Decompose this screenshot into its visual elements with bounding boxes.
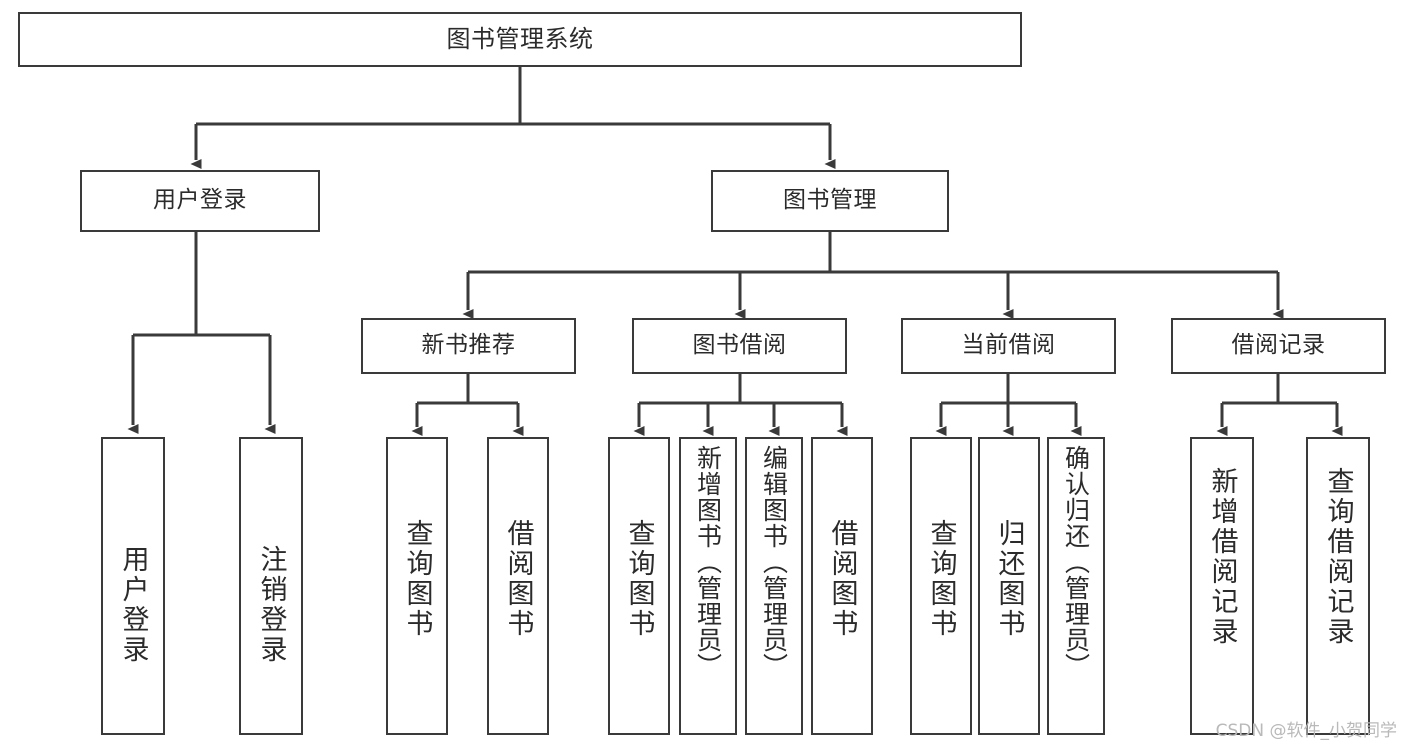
node-leaf-borrow-book-1[interactable]: 借阅图书 [487, 437, 549, 735]
node-leaf-user-login-label: 用户登录 [117, 545, 149, 665]
node-borrow-record-label: 借阅记录 [1231, 332, 1326, 359]
node-book-manage-label: 图书管理 [783, 187, 877, 214]
node-root[interactable]: 图书管理系统 [18, 12, 1022, 67]
node-user-login-label: 用户登录 [153, 187, 247, 214]
node-leaf-borrow-book-1-label: 借阅图书 [502, 519, 534, 639]
node-leaf-query-book-2[interactable]: 查询图书 [608, 437, 670, 735]
node-leaf-query-book-1-label: 查询图书 [401, 519, 433, 639]
node-leaf-query-book-2-label: 查询图书 [623, 519, 655, 639]
node-book-manage[interactable]: 图书管理 [711, 170, 949, 232]
node-book-borrow[interactable]: 图书借阅 [632, 318, 847, 374]
node-leaf-add-book[interactable]: 新增图书（管理员） [679, 437, 737, 735]
node-leaf-query-record-label: 查询借阅记录 [1322, 467, 1354, 647]
node-leaf-edit-book[interactable]: 编辑图书（管理员） [745, 437, 803, 735]
node-leaf-borrow-book-2-label: 借阅图书 [826, 519, 858, 639]
node-leaf-user-login[interactable]: 用户登录 [101, 437, 165, 735]
node-leaf-return-book[interactable]: 归还图书 [978, 437, 1040, 735]
node-book-borrow-label: 图书借阅 [692, 332, 787, 359]
node-borrow-record[interactable]: 借阅记录 [1171, 318, 1386, 374]
node-leaf-borrow-book-2[interactable]: 借阅图书 [811, 437, 873, 735]
node-leaf-query-record[interactable]: 查询借阅记录 [1306, 437, 1370, 735]
node-leaf-logout[interactable]: 注销登录 [239, 437, 303, 735]
node-leaf-return-book-label: 归还图书 [993, 519, 1025, 639]
node-new-book-rec[interactable]: 新书推荐 [361, 318, 576, 374]
node-leaf-add-record-label: 新增借阅记录 [1206, 467, 1238, 647]
node-leaf-logout-label: 注销登录 [255, 545, 287, 665]
csdn-watermark: CSDN @软件_小贺同学 [1215, 721, 1397, 741]
node-leaf-add-record[interactable]: 新增借阅记录 [1190, 437, 1254, 735]
node-current-borrow-label: 当前借阅 [961, 332, 1056, 359]
node-leaf-query-book-1[interactable]: 查询图书 [386, 437, 448, 735]
node-root-label: 图书管理系统 [446, 25, 594, 54]
node-user-login[interactable]: 用户登录 [80, 170, 320, 232]
node-new-book-rec-label: 新书推荐 [421, 332, 516, 359]
node-leaf-edit-book-label: 编辑图书（管理员） [759, 445, 789, 679]
node-leaf-query-book-3[interactable]: 查询图书 [910, 437, 972, 735]
node-current-borrow[interactable]: 当前借阅 [901, 318, 1116, 374]
node-leaf-add-book-label: 新增图书（管理员） [693, 445, 723, 679]
node-leaf-confirm-return[interactable]: 确认归还（管理员） [1047, 437, 1105, 735]
node-leaf-query-book-3-label: 查询图书 [925, 519, 957, 639]
node-leaf-confirm-return-label: 确认归还（管理员） [1061, 445, 1091, 679]
